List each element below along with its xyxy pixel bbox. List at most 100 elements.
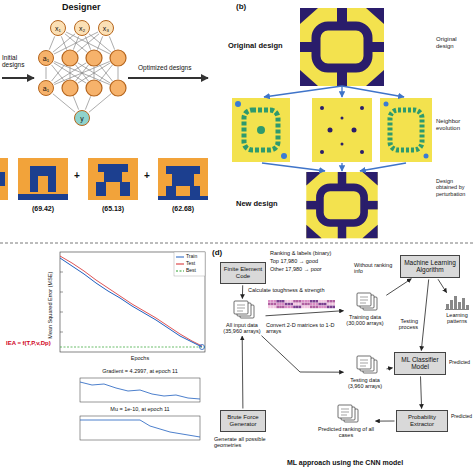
binary-cell — [316, 303, 319, 306]
binary-cell — [330, 300, 333, 303]
network-link — [97, 36, 102, 49]
binary-cell — [290, 300, 293, 303]
design-label: Neighbor evolution — [436, 118, 472, 132]
binary-cell — [293, 300, 296, 303]
flow-arrow — [262, 86, 406, 171]
binary-cell — [307, 306, 310, 309]
axis-title: Epochs — [112, 355, 168, 361]
design-thumbnail — [158, 158, 208, 200]
flow-arrow — [264, 86, 342, 97]
plot-note: Mu = 1e-10, at epoch 11 — [80, 406, 200, 412]
binary-cell — [321, 303, 324, 306]
binary-cell — [321, 306, 324, 309]
binary-cell — [288, 300, 291, 303]
neuron-circle: y — [74, 110, 90, 126]
network-link — [100, 65, 113, 81]
network-link — [54, 61, 109, 84]
neighbor-image — [360, 106, 364, 110]
document-page — [357, 356, 371, 369]
output-label: Predicted — [449, 360, 473, 366]
mse-chart — [60, 292, 63, 293]
note: Other 17,980 → poor — [270, 266, 354, 272]
binary-cell — [327, 303, 330, 306]
score-value: (65.13) — [88, 205, 138, 213]
topology-image — [337, 68, 347, 86]
document-page — [338, 405, 352, 418]
design-thumbnail — [172, 174, 194, 186]
neighbor-image — [341, 117, 344, 120]
neuron — [110, 50, 126, 66]
binary-cell — [324, 300, 327, 303]
document-line — [360, 300, 368, 301]
binary-cell — [327, 300, 330, 303]
node-text: ML Classifier Model — [397, 356, 443, 371]
note: Convert 2-D matrices to 1-D arrays — [266, 322, 342, 335]
flow-arrow — [360, 163, 406, 171]
network-link — [89, 94, 111, 112]
binary-cell — [307, 300, 310, 303]
network-link — [46, 67, 47, 79]
binary-cell — [293, 303, 296, 306]
score-value: (69.42) — [18, 205, 68, 213]
document-line — [237, 305, 245, 306]
note: Ranking & labels (binary) — [270, 250, 354, 256]
flow-arrow — [421, 279, 428, 350]
binary-cell — [271, 303, 274, 306]
flow-arrow — [341, 163, 342, 171]
design-thumbnail — [48, 176, 56, 192]
binary-cell — [268, 303, 271, 306]
binary-cell — [285, 303, 288, 306]
flow-arrow — [421, 376, 422, 408]
binary-cell — [318, 303, 321, 306]
plot-note: Gradient = 4.2997, at epoch 11 — [80, 368, 200, 374]
mu-plot — [80, 420, 200, 437]
binary-cell — [282, 300, 285, 303]
mse-chart — [60, 347, 205, 348]
node-text: All input data (35,960 arrays) — [220, 322, 264, 335]
document-line — [341, 415, 347, 416]
mse-chart — [60, 332, 63, 333]
neighbor-image — [244, 110, 278, 150]
network-link — [53, 94, 75, 112]
design-thumbnail — [18, 194, 68, 200]
neighbor-image — [257, 126, 265, 134]
topology-image — [300, 42, 316, 52]
neuron-circle: a₁ — [38, 80, 54, 96]
node-text: Finite Element Code — [223, 266, 263, 280]
neuron — [110, 80, 126, 96]
binary-cell — [288, 303, 291, 306]
arrow-label: Optimized designs — [138, 64, 210, 71]
binary-cell — [274, 306, 277, 309]
design-thumbnail — [88, 158, 138, 200]
neighbor-image — [235, 101, 241, 107]
node-text: x₁ — [55, 25, 61, 32]
process-box: Machine Learning Algorithm — [400, 255, 460, 278]
document-line — [341, 409, 349, 410]
panel-letter: (b) — [236, 2, 258, 11]
note: Top 17,980 → good — [270, 258, 354, 264]
binary-cell — [313, 306, 316, 309]
topology-image — [300, 70, 318, 86]
document-line — [360, 303, 366, 304]
binary-cell — [324, 303, 327, 306]
document-line — [360, 297, 368, 298]
neighbor-image — [352, 128, 357, 133]
binary-cell — [307, 303, 310, 306]
binary-cell — [313, 303, 316, 306]
binary-cell — [304, 300, 307, 303]
gradient-plot — [80, 378, 200, 402]
neighbor-image — [320, 150, 324, 154]
design-thumbnail — [30, 166, 56, 176]
network-link — [52, 65, 65, 81]
node-text: Training data (30,000 arrays) — [345, 314, 385, 327]
neighbor-image — [232, 98, 432, 162]
binary-cell — [293, 306, 296, 309]
document-line — [360, 363, 368, 364]
neighbor-image — [341, 143, 344, 146]
binary-cell — [318, 306, 321, 309]
document-stack-icon — [351, 292, 379, 312]
legend-sample — [176, 271, 184, 272]
legend-sample — [176, 257, 184, 271]
binary-cell — [332, 303, 335, 306]
